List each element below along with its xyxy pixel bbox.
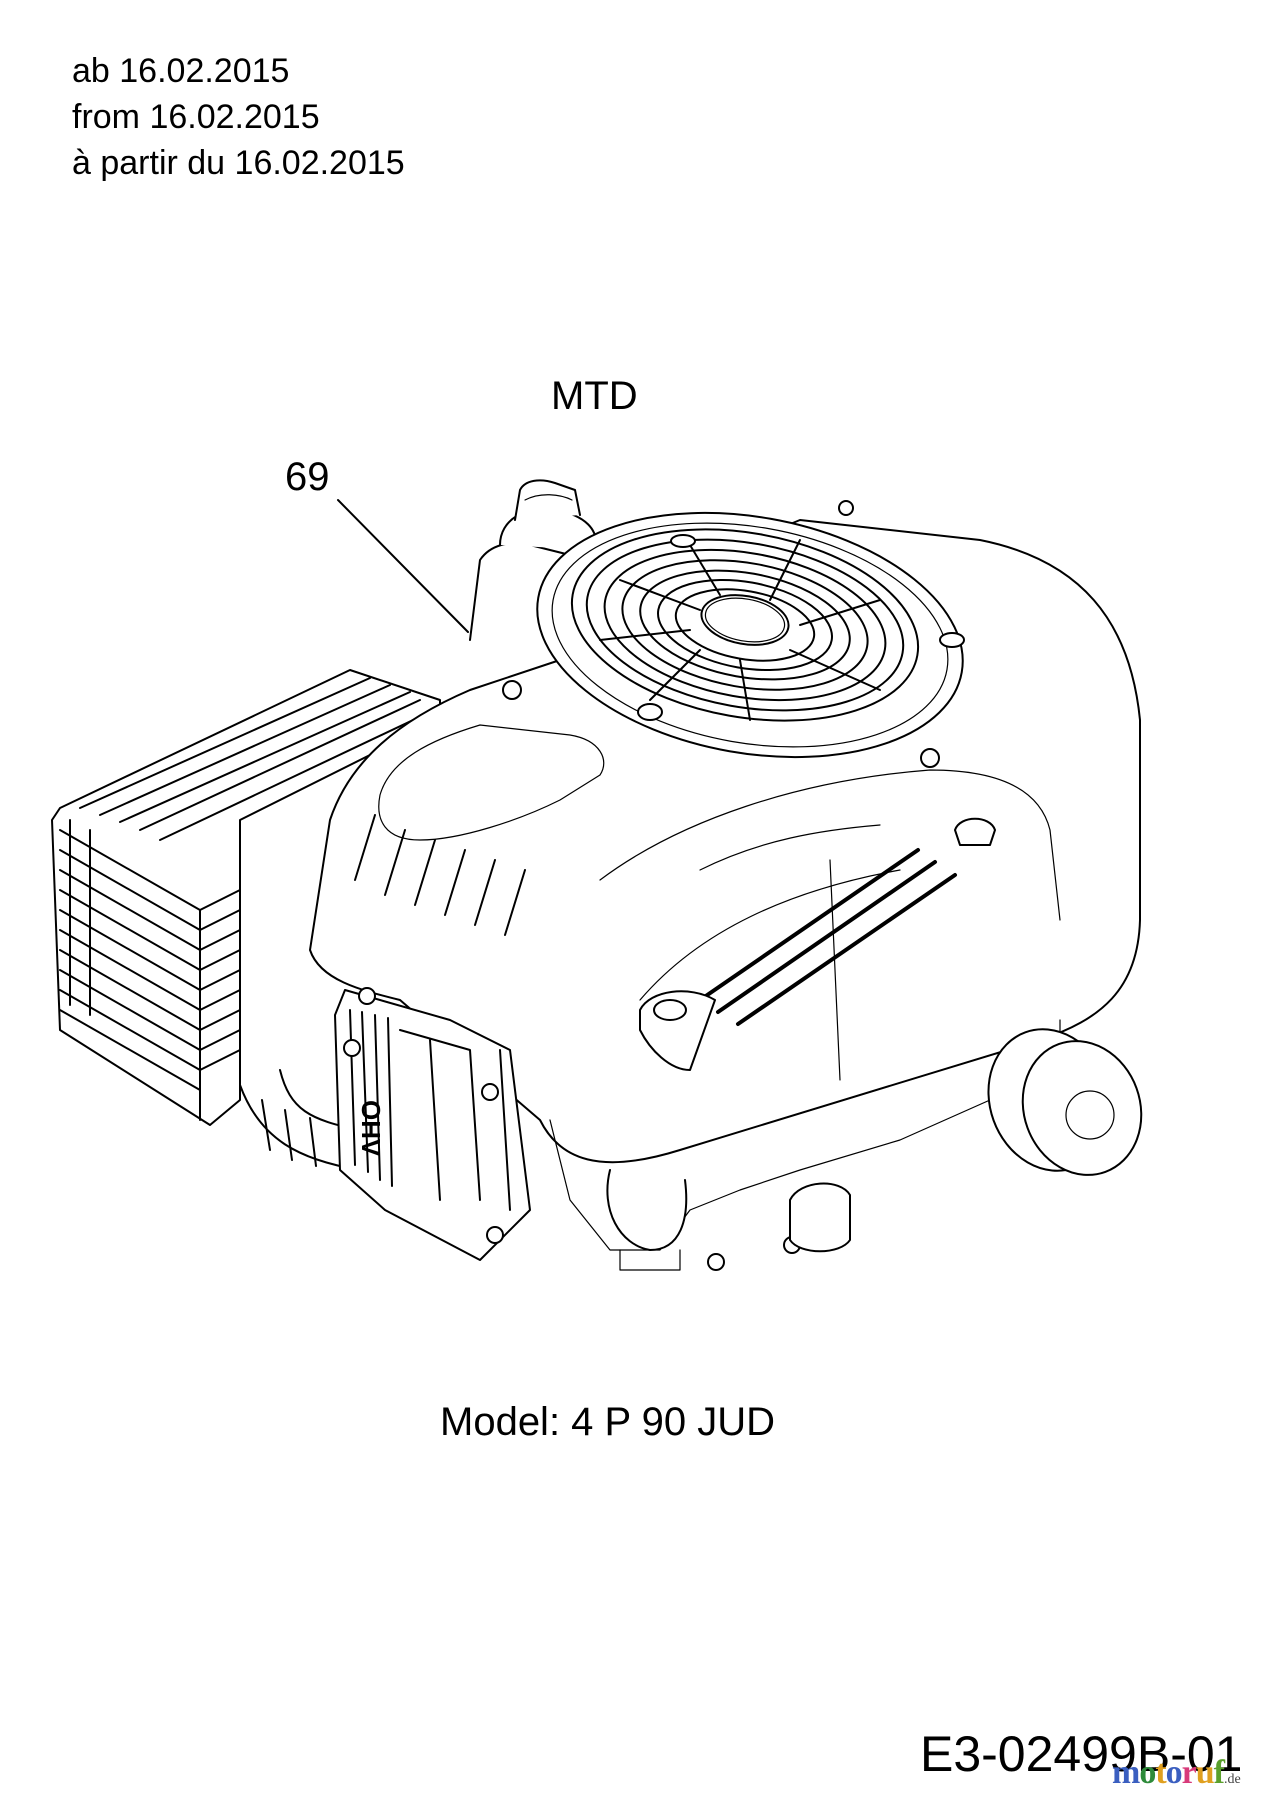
exhaust-pipe <box>239 1069 361 1171</box>
watermark-letter: m <box>1112 1754 1140 1791</box>
shroud-bolts <box>502 500 940 768</box>
watermark-logo: motoruf.de <box>1112 1754 1241 1792</box>
validity-dates: ab 16.02.2015 from 16.02.2015 à partir d… <box>72 48 405 186</box>
model-label: Model: 4 P 90 JUD <box>440 1400 775 1444</box>
validity-date-de: ab 16.02.2015 <box>72 52 290 90</box>
muffler-guard <box>51 669 441 1126</box>
callout-leader-line <box>337 499 469 633</box>
ohv-marking: OHV <box>356 1100 386 1157</box>
watermark-letter: r <box>1181 1754 1197 1791</box>
starter-hub <box>700 594 790 646</box>
valve-cover <box>334 987 531 1261</box>
fan-grille <box>585 538 905 721</box>
callout-number-69[interactable]: 69 <box>285 455 330 499</box>
watermark-letter: o <box>1139 1754 1156 1791</box>
watermark-letter: f <box>1213 1754 1225 1791</box>
watermark-letter: u <box>1195 1754 1215 1791</box>
grille-screws <box>637 534 965 721</box>
watermark-letter: o <box>1165 1754 1183 1791</box>
brand-label: MTD <box>551 374 638 418</box>
engine-block-base <box>549 1019 1061 1271</box>
document-number: E3-02499B-01 <box>920 1726 1243 1782</box>
watermark-suffix: .de <box>1224 1772 1241 1787</box>
oil-fill-cap <box>639 817 996 1071</box>
oil-filter <box>987 1028 1143 1176</box>
watermark-letter: t <box>1155 1754 1166 1791</box>
validity-date-en: from 16.02.2015 <box>72 98 320 136</box>
validity-date-fr: à partir du 16.02.2015 <box>72 144 405 182</box>
